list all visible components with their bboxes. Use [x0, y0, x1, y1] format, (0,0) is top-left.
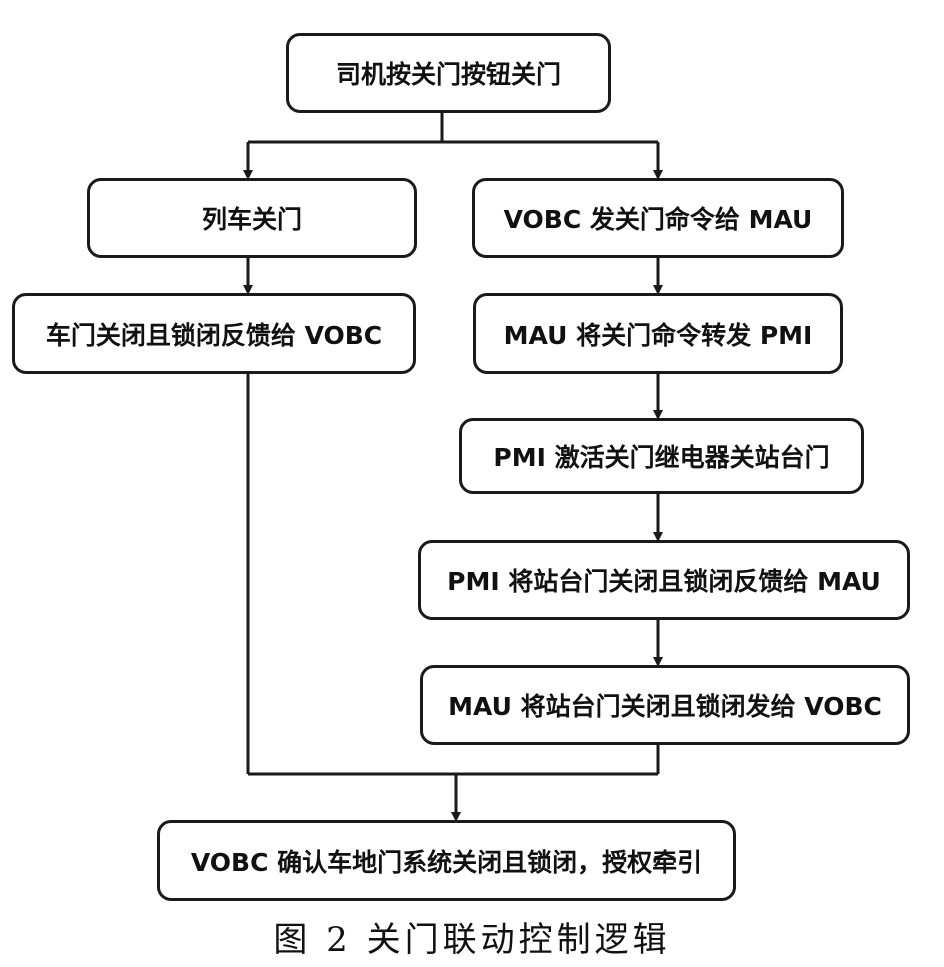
node-vobc-command: VOBC 发关门命令给 MAU — [472, 178, 844, 258]
node-driver-close: 司机按关门按钮关门 — [286, 33, 611, 113]
node-mau-send: MAU 将站台门关闭且锁闭发给 VOBC — [420, 665, 910, 745]
node-train-close: 列车关门 — [87, 178, 417, 258]
node-vobc-confirm: VOBC 确认车地门系统关闭且锁闭，授权牵引 — [157, 820, 736, 901]
node-pmi-feedback: PMI 将站台门关闭且锁闭反馈给 MAU — [418, 540, 910, 620]
figure-caption: 图 2 关门联动控制逻辑 — [273, 920, 671, 960]
node-pmi-activate: PMI 激活关门继电器关站台门 — [459, 418, 864, 494]
node-mau-forward: MAU 将关门命令转发 PMI — [473, 293, 843, 374]
node-door-feedback: 车门关闭且锁闭反馈给 VOBC — [12, 293, 416, 374]
